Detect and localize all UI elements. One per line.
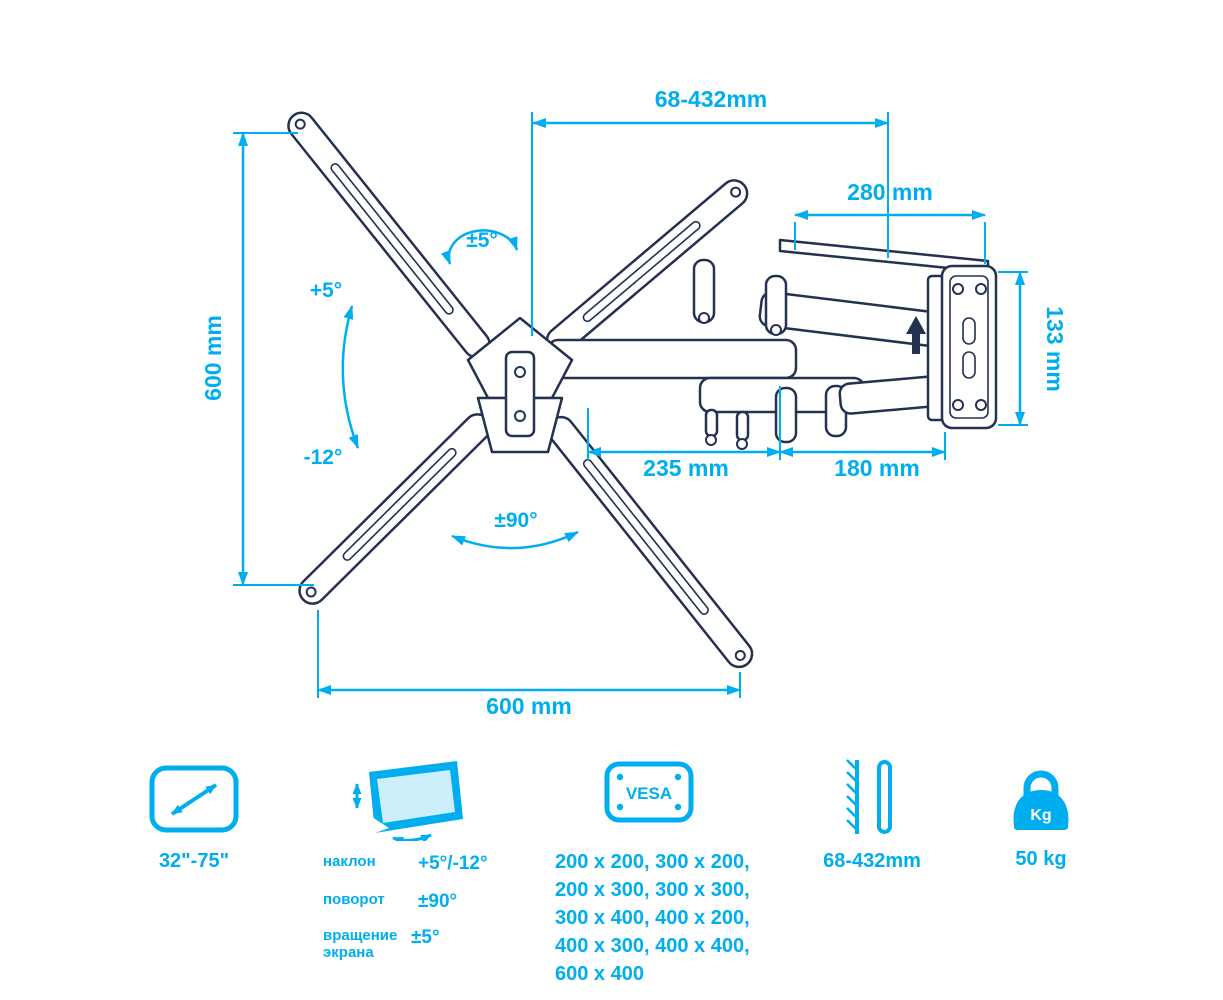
dim-depth-label: 280 mm	[847, 179, 933, 205]
tilt-screen-icon	[352, 761, 463, 841]
weight-value: 50 kg	[1015, 848, 1067, 870]
movement-value: +5°/-12°	[418, 853, 488, 874]
tilt-down-label: -12°	[304, 446, 343, 469]
wall-distance-icon	[846, 759, 892, 834]
vesa-icon-label: VESA	[626, 784, 672, 803]
movement-value: ±5°	[411, 927, 440, 948]
dim-arm-rear-label: 180 mm	[834, 455, 920, 481]
movement-name: вращение экрана	[323, 927, 398, 962]
vesa-size-line: 200 x 300, 300 x 300,	[555, 879, 750, 901]
dimension-lines: 68-432mm 280 mm 133 mm 600 mm 600 mm 235…	[200, 86, 1068, 719]
movement-row-rotate: вращение экрана ±5°	[323, 927, 523, 962]
weight-icon-label: Kg	[1030, 807, 1051, 824]
screen-size-value: 32"-75"	[158, 850, 230, 872]
vesa-sizes: 200 x 200, 300 x 200, 200 x 300, 300 x 3…	[555, 848, 845, 988]
screen-size-icon	[149, 765, 239, 833]
spec-weight: Kg 50 kg	[982, 740, 1100, 871]
wall-plate	[926, 264, 998, 430]
vesa-arm-top-right	[545, 179, 749, 355]
rotation-label: ±5°	[466, 229, 498, 252]
weight-icon: Kg	[1013, 770, 1069, 830]
spec-row: 32"-75" наклон +5°/-12° поворот ±90° вра…	[0, 740, 1223, 1000]
tilt-arc	[341, 305, 360, 449]
vesa-size-line: 600 x 400	[555, 963, 644, 985]
tilt-up-label: +5°	[310, 279, 342, 302]
movement-name: наклон	[323, 853, 376, 870]
dim-top-width-label: 68-432mm	[655, 86, 768, 112]
spec-screen-size: 32"-75"	[135, 740, 253, 873]
vesa-size-line: 400 x 300, 400 x 400,	[555, 935, 750, 957]
vesa-icon: VESA	[604, 761, 694, 823]
spec-wall-distance: 68-432mm	[808, 740, 936, 873]
movement-row-tilt: наклон +5°/-12°	[323, 853, 523, 875]
dim-plate-height-label: 133 mm	[1042, 306, 1068, 392]
swivel-label: ±90°	[494, 509, 537, 532]
dim-arm-front-label: 235 mm	[643, 455, 729, 481]
vesa-size-line: 200 x 200, 300 x 200,	[555, 851, 750, 873]
movement-row-swivel: поворот ±90°	[323, 891, 523, 913]
spec-movement: наклон +5°/-12° поворот ±90° вращение эк…	[323, 740, 523, 962]
rotation-arc	[440, 229, 519, 265]
up-arrow-icon	[906, 316, 926, 354]
main-diagram: 68-432mm 280 mm 133 mm 600 mm 600 mm 235…	[200, 86, 1068, 719]
dim-height-label: 600 mm	[200, 315, 226, 401]
swivel-arc	[451, 530, 579, 550]
vesa-size-line: 300 x 400, 400 x 200,	[555, 907, 750, 929]
spec-vesa: VESA 200 x 200, 300 x 200, 200 x 300, 30…	[555, 740, 845, 988]
vesa-arm-bottom-left	[298, 413, 492, 605]
wall-distance-value: 68-432mm	[823, 850, 921, 872]
mount-drawing	[287, 111, 998, 669]
articulated-arm	[546, 238, 990, 450]
center-hub	[466, 316, 574, 454]
dim-bottom-width-label: 600 mm	[486, 693, 572, 719]
movement-value: ±90°	[418, 891, 458, 912]
movement-name: поворот	[323, 891, 385, 908]
